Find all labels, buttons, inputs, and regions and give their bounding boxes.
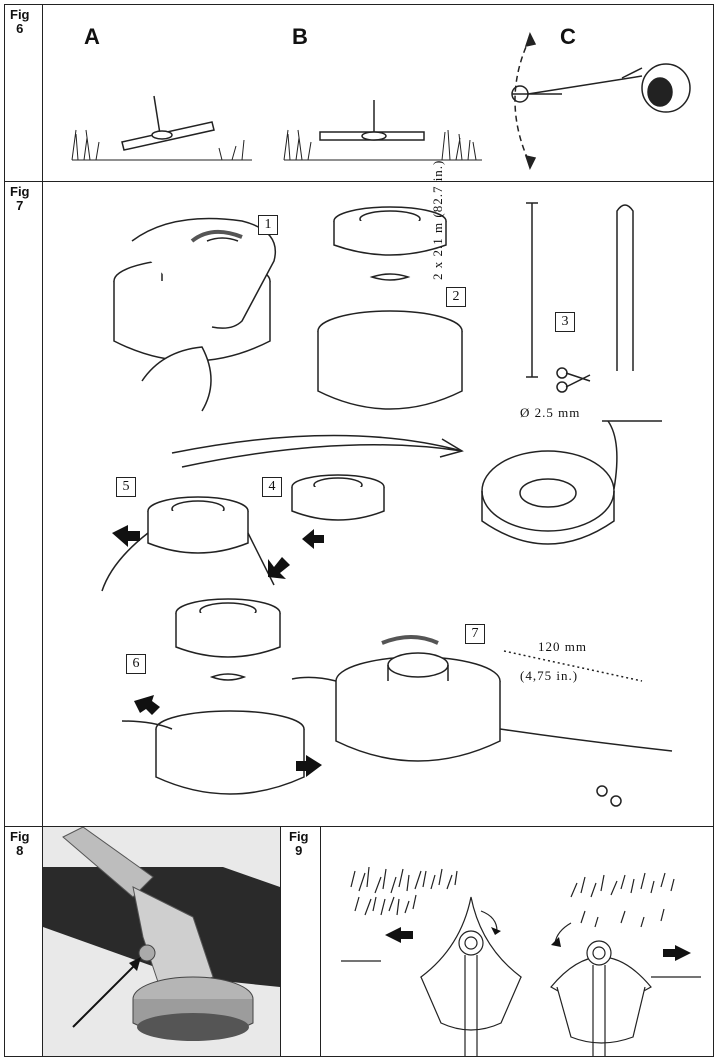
fig7-label-cell (4, 181, 43, 827)
fig6-letter-c: C (560, 24, 576, 49)
fig9-content-cell (320, 826, 714, 1057)
step-1-number: 1 (258, 215, 278, 235)
line-length-annotation: 2 x 2.1 m (82.7 in.) (430, 159, 445, 280)
fig6-letter-a: A (84, 24, 100, 49)
fig6-letter-b: B (292, 24, 308, 49)
step-3-number: 3 (555, 312, 575, 332)
step-7-number: 7 (465, 624, 485, 644)
fig8-label-cell (4, 826, 43, 1057)
step-6-number: 6 (126, 654, 146, 674)
step-2-number: 2 (446, 287, 466, 307)
fig7-illustration (101, 202, 673, 807)
fig9-label-cell (280, 826, 321, 1057)
trim-length-mm-annotation: 120 mm (538, 639, 587, 654)
fig9-illustration (341, 866, 701, 1056)
step-4-number: 4 (262, 477, 282, 497)
line-diameter-annotation: Ø 2.5 mm (520, 405, 581, 420)
trim-length-in-annotation: (4,75 in.) (520, 668, 579, 683)
fig8-photo (43, 827, 280, 1056)
step-5-number: 5 (116, 477, 136, 497)
fig6-illustration (71, 32, 691, 170)
